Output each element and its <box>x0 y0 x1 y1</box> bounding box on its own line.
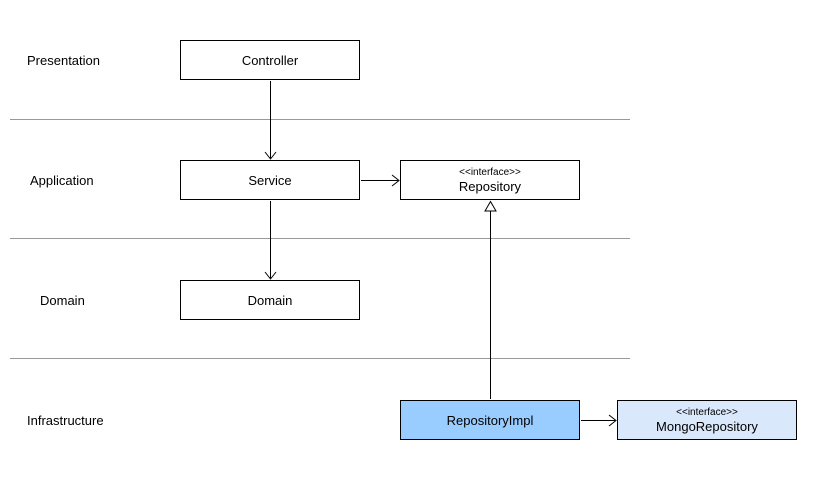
layer-divider-presentation-application <box>10 119 630 120</box>
hollow-triangle-arrowhead-icon <box>484 200 497 212</box>
edge-repositoryimpl-to-repository-realization <box>484 200 497 399</box>
open-arrowhead-icon <box>264 271 277 280</box>
layer-divider-domain-infrastructure <box>10 358 630 359</box>
layer-divider-application-domain <box>10 238 630 239</box>
node-controller: Controller <box>180 40 360 80</box>
layer-label-domain: Domain <box>40 293 85 308</box>
open-arrowhead-icon <box>264 151 277 160</box>
layer-label-presentation: Presentation <box>27 53 100 68</box>
edge-repositoryimpl-to-mongorepository <box>581 414 617 427</box>
open-arrowhead-icon <box>391 174 400 187</box>
node-repository-impl-label: RepositoryImpl <box>446 412 534 428</box>
node-repository-interface: <<interface>> Repository <box>400 160 580 200</box>
node-domain: Domain <box>180 280 360 320</box>
layer-label-application: Application <box>30 173 94 188</box>
node-repository-label: Repository <box>458 178 522 194</box>
node-repository-impl: RepositoryImpl <box>400 400 580 440</box>
edge-controller-to-service <box>264 81 277 160</box>
edge-service-to-domain <box>264 201 277 280</box>
node-mongo-repository-interface: <<interface>> MongoRepository <box>617 400 797 440</box>
node-repository-stereotype: <<interface>> <box>459 166 521 178</box>
node-mongo-repository-stereotype: <<interface>> <box>676 406 738 418</box>
node-controller-label: Controller <box>241 52 299 68</box>
node-domain-label: Domain <box>247 292 293 308</box>
node-service: Service <box>180 160 360 200</box>
open-arrowhead-icon <box>608 414 617 427</box>
layer-label-infrastructure: Infrastructure <box>27 413 104 428</box>
node-service-label: Service <box>248 172 292 188</box>
node-mongo-repository-label: MongoRepository <box>656 418 758 434</box>
edge-service-to-repository <box>361 174 400 187</box>
